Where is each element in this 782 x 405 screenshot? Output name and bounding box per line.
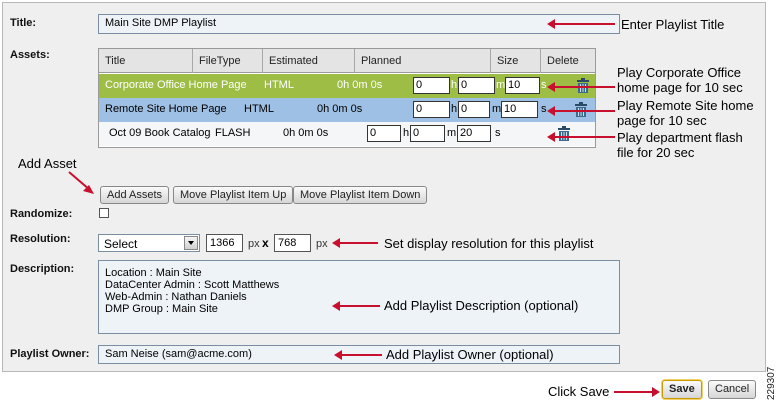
times-label: x xyxy=(262,236,269,250)
row-estimated: 0h 0m 0s xyxy=(337,79,383,91)
resolution-width-input[interactable]: 1366 xyxy=(206,234,243,252)
col-planned[interactable]: Planned xyxy=(355,49,491,73)
table-row[interactable]: Corporate Office Home Page HTML 0h 0m 0s… xyxy=(99,74,595,98)
trash-icon[interactable] xyxy=(574,102,588,117)
randomize-label: Randomize: xyxy=(10,208,73,220)
row-title: Remote Site Home Page xyxy=(105,103,227,115)
planned-seconds-input[interactable]: 10 xyxy=(505,77,540,94)
description-line: DataCenter Admin : Scott Matthews xyxy=(105,279,280,291)
row-filetype: HTML xyxy=(264,79,294,91)
seconds-unit: s xyxy=(541,103,547,115)
minutes-unit: m xyxy=(447,127,457,139)
row-filetype: FLASH xyxy=(215,127,251,139)
move-up-button[interactable]: Move Playlist Item Up xyxy=(173,186,294,204)
planned-minutes-input[interactable]: 0 xyxy=(410,125,445,142)
assets-table: Title FileType Estimated Planned Size De… xyxy=(98,48,596,148)
resolution-select[interactable]: Select xyxy=(98,234,200,252)
save-button[interactable]: Save xyxy=(662,380,702,399)
annotation-add-asset: Add Asset xyxy=(18,156,77,171)
row-estimated: 0h 0m 0s xyxy=(283,127,329,139)
col-estimated[interactable]: Estimated xyxy=(263,49,355,73)
hours-unit: h xyxy=(451,79,458,91)
assets-label: Assets: xyxy=(10,49,50,61)
minutes-unit: m xyxy=(492,103,502,115)
annotation-set-resolution: Set display resolution for this playlist xyxy=(384,236,594,251)
col-title[interactable]: Title xyxy=(99,49,193,73)
annotation-enter-title: Enter Playlist Title xyxy=(621,17,725,32)
arrow-icon xyxy=(334,350,382,360)
col-delete[interactable]: Delete xyxy=(547,55,579,67)
arrow-icon xyxy=(547,132,615,142)
resolution-height-input[interactable]: 768 xyxy=(274,234,311,252)
annotation-add-description: Add Playlist Description (optional) xyxy=(384,298,579,313)
planned-hours-input[interactable]: 0 xyxy=(367,125,401,142)
row-filetype: HTML xyxy=(244,103,274,115)
planned-seconds-input[interactable]: 10 xyxy=(501,101,538,118)
planned-hours-input[interactable]: 0 xyxy=(413,77,450,94)
row-estimated: 0h 0m 0s xyxy=(317,103,363,115)
owner-label: Playlist Owner: xyxy=(10,348,90,360)
resolution-label: Resolution: xyxy=(10,233,71,245)
arrow-icon xyxy=(68,171,94,194)
description-textarea[interactable]: Location : Main Site DataCenter Admin : … xyxy=(98,260,620,334)
title-input[interactable]: Main Site DMP Playlist xyxy=(98,14,620,34)
planned-minutes-input[interactable]: 0 xyxy=(458,101,490,118)
description-line: DMP Group : Main Site xyxy=(105,303,218,315)
trash-icon[interactable] xyxy=(576,78,590,93)
seconds-unit: s xyxy=(541,79,547,91)
arrow-icon xyxy=(547,82,615,92)
cancel-button[interactable]: Cancel xyxy=(708,380,757,399)
description-line: Web-Admin : Nathan Daniels xyxy=(105,291,247,303)
row-title: Oct 09 Book Catalog xyxy=(109,127,211,139)
hours-unit: h xyxy=(451,103,458,115)
arrow-icon xyxy=(332,238,378,248)
annotation-add-owner: Add Playlist Owner (optional) xyxy=(386,347,554,362)
move-down-button[interactable]: Move Playlist Item Down xyxy=(293,186,428,204)
planned-hours-input[interactable]: 0 xyxy=(413,101,450,118)
description-label: Description: xyxy=(10,263,75,275)
chevron-down-icon[interactable] xyxy=(184,236,198,250)
px-label: px xyxy=(316,238,328,250)
resolution-select-value: Select xyxy=(104,237,138,251)
col-size[interactable]: Size xyxy=(491,49,541,73)
table-header: Title FileType Estimated Planned Size De… xyxy=(99,49,595,73)
px-label: px xyxy=(248,238,260,250)
title-label: Title: xyxy=(10,17,37,29)
planned-minutes-input[interactable]: 0 xyxy=(458,77,495,94)
hours-unit: h xyxy=(403,127,410,139)
col-filetype[interactable]: FileType xyxy=(193,49,263,73)
row-title: Corporate Office Home Page xyxy=(105,79,247,91)
seconds-unit: s xyxy=(495,127,501,139)
planned-seconds-input[interactable]: 20 xyxy=(457,125,491,142)
arrow-icon xyxy=(547,19,615,29)
add-assets-button[interactable]: Add Assets xyxy=(100,186,170,204)
arrow-icon xyxy=(547,106,615,116)
annotation-click-save: Click Save xyxy=(548,384,610,399)
table-row[interactable]: Oct 09 Book Catalog FLASH 0h 0m 0s 0 h 0… xyxy=(99,122,595,146)
randomize-checkbox[interactable] xyxy=(99,208,109,218)
arrow-icon xyxy=(614,387,660,397)
description-line: Location : Main Site xyxy=(105,267,202,279)
figure-id: 229307 xyxy=(766,366,777,400)
trash-icon[interactable] xyxy=(557,126,571,141)
table-row[interactable]: Remote Site Home Page HTML 0h 0m 0s 0 h … xyxy=(99,98,595,122)
arrow-icon xyxy=(332,301,380,311)
minutes-unit: m xyxy=(496,79,506,91)
